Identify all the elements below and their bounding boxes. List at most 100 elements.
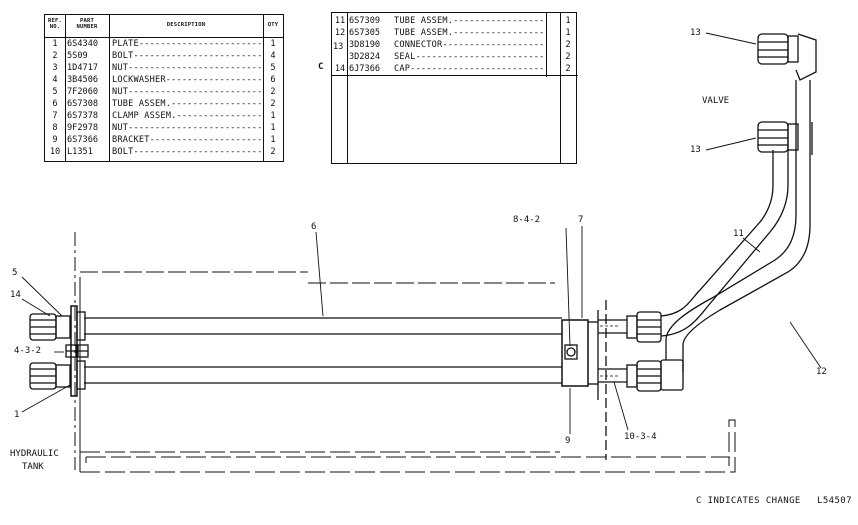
- callout-4-3-2: 4-3-2: [14, 346, 42, 356]
- qty-cell: 1: [270, 123, 276, 133]
- callout-9: 9: [565, 436, 571, 446]
- table-row: 7 6S7378 CLAMP ASSEM.-------------------- 1: [45, 110, 283, 122]
- description-cell: CONNECTOR---------------------: [394, 40, 546, 50]
- qty-cell: 1: [270, 135, 276, 145]
- description-cell: NUT--------------------------: [112, 123, 262, 133]
- label-hydraulic: HYDRAULIC: [10, 449, 59, 459]
- merged-ref-13: 13: [333, 42, 344, 52]
- description-cell: LOCKWASHER----------------------: [112, 75, 262, 85]
- qty-cell: 2: [270, 99, 276, 109]
- leader-lines: [21, 32, 822, 434]
- part-number-cell: 1D4717: [67, 63, 99, 73]
- tank-wall-lines: [74, 232, 736, 473]
- callout-13-upper: 13: [690, 28, 701, 38]
- qty-cell: 2: [565, 40, 571, 50]
- header-qty: QTY: [267, 22, 279, 28]
- ref-cell: 8: [52, 123, 58, 133]
- qty-cell: 6: [270, 75, 276, 85]
- part-number-cell: 6S7366: [67, 135, 99, 145]
- change-mark: C: [318, 62, 324, 72]
- ref-cell: 4: [52, 75, 58, 85]
- callout-13-lower: 13: [690, 145, 701, 155]
- description-cell: TUBE ASSEM.-------------------: [394, 28, 546, 38]
- description-cell: CAP---------------------------: [394, 64, 546, 74]
- table-row: 6 6S7308 TUBE ASSEM.--------------------- 2: [45, 98, 283, 110]
- right-fittings: [626, 311, 684, 392]
- tube-upper: [84, 317, 627, 335]
- qty-cell: 1: [270, 111, 276, 121]
- callout-6: 6: [311, 222, 317, 232]
- qty-cell: 2: [565, 52, 571, 62]
- qty-cell: 2: [270, 147, 276, 157]
- header-ref: REF. NO.: [47, 18, 63, 30]
- table-row: 2 5S09 BOLT---------------------------- 4: [45, 50, 283, 62]
- table-row: 9 6S7366 BRACKET------------------------- 1: [45, 134, 283, 146]
- description-cell: TUBE ASSEM.---------------------: [112, 99, 262, 109]
- callout-5: 5: [12, 268, 18, 278]
- description-cell: BOLT----------------------------: [112, 147, 262, 157]
- callout-11: 11: [733, 229, 744, 239]
- label-tank: TANK: [22, 462, 44, 472]
- callout-8-4-2: 8-4-2: [513, 215, 541, 225]
- tube-11: [660, 150, 789, 337]
- left-fittings: [29, 305, 89, 397]
- part-number-cell: L1351: [67, 147, 93, 157]
- ref-cell: 14: [334, 64, 346, 74]
- part-number-cell: 6S7378: [67, 111, 99, 121]
- qty-cell: 2: [270, 87, 276, 97]
- part-number-cell: 6J7366: [349, 64, 381, 74]
- part-number-cell: 3B4506: [67, 75, 99, 85]
- part-number-cell: 3D2824: [349, 52, 381, 62]
- description-cell: TUBE ASSEM.-------------------: [394, 16, 546, 26]
- qty-cell: 4: [270, 51, 276, 61]
- qty-cell: 5: [270, 63, 276, 73]
- description-cell: PLATE---------------------------: [112, 39, 262, 49]
- description-cell: CLAMP ASSEM.--------------------: [112, 111, 262, 121]
- part-number-cell: 6S4340: [67, 39, 99, 49]
- callout-12: 12: [816, 367, 827, 377]
- description-cell: NUT-----------------------------: [112, 87, 262, 97]
- table-row: 3D8190 CONNECTOR--------------------- 2: [332, 39, 592, 51]
- part-number-cell: 6S7309: [349, 16, 381, 26]
- description-cell: SEAL--------------------------: [394, 52, 546, 62]
- ref-cell: 5: [52, 87, 58, 97]
- callout-14: 14: [10, 290, 21, 300]
- drawing-code: L54507: [817, 496, 852, 506]
- ref-cell: 11: [334, 16, 346, 26]
- qty-cell: 1: [565, 16, 571, 26]
- part-number-cell: 6S7308: [67, 99, 99, 109]
- description-cell: BOLT----------------------------: [112, 51, 262, 61]
- ref-cell: 2: [52, 51, 58, 61]
- ref-cell: 1: [52, 39, 58, 49]
- part-number-cell: 9F2978: [67, 123, 99, 133]
- ref-cell: 12: [334, 28, 346, 38]
- callout-10-3-4: 10-3-4: [624, 432, 657, 442]
- part-number-cell: 3D8190: [349, 40, 381, 50]
- tube-lower: [84, 366, 627, 384]
- ref-cell: 3: [52, 63, 58, 73]
- header-part-number: PART NUMBER: [76, 18, 98, 30]
- description-cell: BRACKET-------------------------: [112, 135, 262, 145]
- table-row: 5 7F2060 NUT----------------------------- 2: [45, 86, 283, 98]
- ref-cell: 7: [52, 111, 58, 121]
- qty-cell: 1: [565, 28, 571, 38]
- ref-cell: 6: [52, 99, 58, 109]
- part-number-cell: 7F2060: [67, 87, 99, 97]
- header-description: DESCRIPTION: [166, 22, 206, 28]
- change-indicator-note: C INDICATES CHANGE: [696, 496, 801, 506]
- valve-fittings: [757, 33, 817, 155]
- ref-cell: 9: [52, 135, 58, 145]
- table-row: 1 6S4340 PLATE--------------------------- 1: [45, 38, 283, 50]
- table-row: 4 3B4506 LOCKWASHER---------------------- 6: [45, 74, 283, 86]
- qty-cell: 1: [270, 39, 276, 49]
- table-row: 8 9F2978 NUT-------------------------- 1: [45, 122, 283, 134]
- part-number-cell: 5S09: [67, 51, 88, 61]
- table-row: 3D2824 SEAL-------------------------- 2: [332, 51, 592, 63]
- clamp-assembly: [561, 300, 607, 460]
